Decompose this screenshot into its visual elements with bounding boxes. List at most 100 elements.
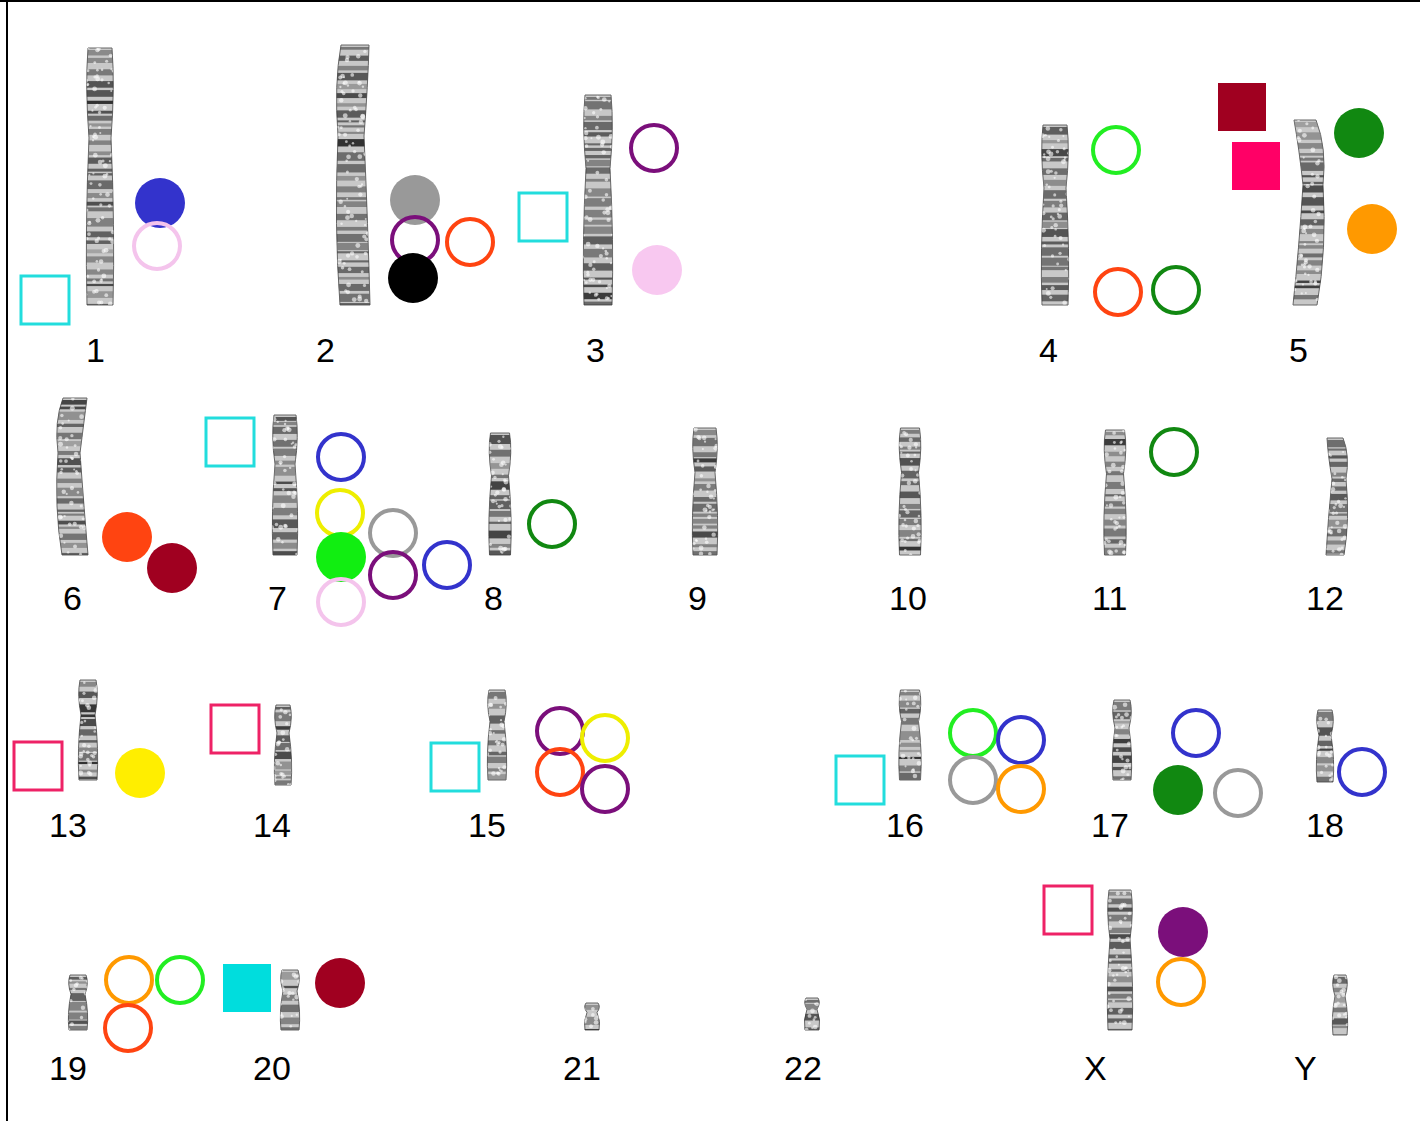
chromosome	[263, 705, 303, 786]
chromosome-bands	[573, 1005, 611, 1037]
chromosome	[75, 46, 125, 307]
chromosome-number: 15	[468, 806, 506, 844]
marker-circle	[1151, 429, 1197, 475]
marker-square	[211, 705, 259, 753]
chromosome-number: 5	[1289, 331, 1308, 369]
chromosome	[67, 680, 109, 780]
marker-circle	[950, 757, 996, 803]
marker-circle	[537, 749, 583, 795]
chromosome	[793, 998, 831, 1032]
chromosome-body	[57, 398, 88, 555]
chromosome-bands	[261, 415, 309, 556]
marker-circle	[115, 748, 165, 798]
chromosome-bands	[328, 45, 382, 306]
marker-circle	[370, 510, 416, 556]
chromosome-bands	[681, 427, 729, 559]
chromosome	[681, 427, 729, 559]
chromosome-number: 13	[49, 806, 87, 844]
marker-circle	[998, 766, 1044, 812]
chromosome	[50, 397, 100, 562]
marker-circle	[317, 490, 363, 536]
frame-line	[0, 0, 1420, 2]
marker-circle	[1215, 770, 1261, 816]
marker-circle	[157, 957, 203, 1003]
chromosome	[261, 415, 309, 556]
marker-square	[836, 756, 884, 804]
marker-square	[1232, 142, 1280, 190]
chromosome-bands	[1093, 430, 1138, 556]
marker-circle	[1093, 127, 1139, 173]
chromosome	[573, 1003, 611, 1037]
marker-circle	[582, 715, 628, 761]
marker-circle	[998, 717, 1044, 763]
chromosome-bands	[57, 976, 99, 1033]
chromosome-bands	[1096, 890, 1144, 1033]
marker-circle	[950, 710, 996, 756]
chromosome-bands	[50, 397, 100, 562]
marker-circle	[1153, 267, 1199, 313]
chromosome	[1093, 430, 1138, 556]
chromosome-bands	[269, 968, 311, 1033]
marker-circle	[631, 125, 677, 171]
chromosome-number: 7	[268, 579, 287, 617]
chromosome	[269, 968, 311, 1033]
marker-circle	[1158, 959, 1204, 1005]
marker-circle	[318, 579, 364, 625]
chromosome	[478, 433, 523, 555]
frame-line	[6, 0, 8, 1121]
chromosome-number: 12	[1306, 579, 1344, 617]
marker-group	[14, 83, 1397, 1051]
marker-circle	[1095, 269, 1141, 315]
marker-circle	[316, 532, 366, 582]
chromosome-number: X	[1084, 1049, 1107, 1087]
chromosome-bands	[1281, 119, 1329, 301]
chromosome-number: 3	[586, 331, 605, 369]
chromosome-number: 20	[253, 1049, 291, 1087]
chromosome-bands	[478, 435, 523, 555]
marker-square	[14, 742, 62, 790]
chromosome-number: 17	[1091, 806, 1129, 844]
chromosome-body	[487, 690, 506, 780]
marker-circle	[1158, 907, 1208, 957]
chromosome-bands	[75, 46, 125, 307]
chromosome	[1314, 438, 1356, 557]
chromosome-number: 2	[316, 331, 335, 369]
chromosome	[57, 975, 99, 1033]
chromosome-number: 16	[886, 806, 924, 844]
chromosome-number: 10	[889, 579, 927, 617]
chromosome-number: 18	[1306, 806, 1344, 844]
marker-square	[431, 743, 479, 791]
marker-square	[21, 276, 69, 324]
marker-circle	[105, 1005, 151, 1051]
chromosome	[888, 428, 933, 557]
marker-circle	[370, 552, 416, 598]
chromosome-number: Y	[1294, 1049, 1317, 1087]
marker-square	[519, 193, 567, 241]
marker-square	[223, 964, 271, 1012]
chromosome	[476, 690, 518, 782]
chromosome-bands	[1101, 702, 1143, 781]
marker-circle	[135, 178, 185, 228]
chromosome-bands	[793, 999, 831, 1032]
marker-circle	[318, 434, 364, 480]
chromosome	[1281, 119, 1329, 305]
chromosome-number: 19	[49, 1049, 87, 1087]
chromosome-bands	[572, 96, 624, 310]
chromosome-number: 8	[484, 579, 503, 617]
marker-circle	[106, 957, 152, 1003]
chromosome-number: 1	[86, 331, 105, 369]
marker-circle	[632, 245, 682, 295]
marker-circle	[447, 219, 493, 265]
marker-square	[206, 418, 254, 466]
chromosome-bands	[1321, 975, 1359, 1040]
marker-circle	[134, 223, 180, 269]
chromosome	[1321, 975, 1359, 1040]
chromosome-bands	[1314, 438, 1356, 557]
marker-circle	[102, 512, 152, 562]
chromosome-bands	[263, 707, 303, 786]
chromosome-bands	[476, 691, 518, 782]
marker-square	[1218, 83, 1266, 131]
chromosome-number: 4	[1039, 331, 1058, 369]
chromosome	[1101, 700, 1143, 781]
